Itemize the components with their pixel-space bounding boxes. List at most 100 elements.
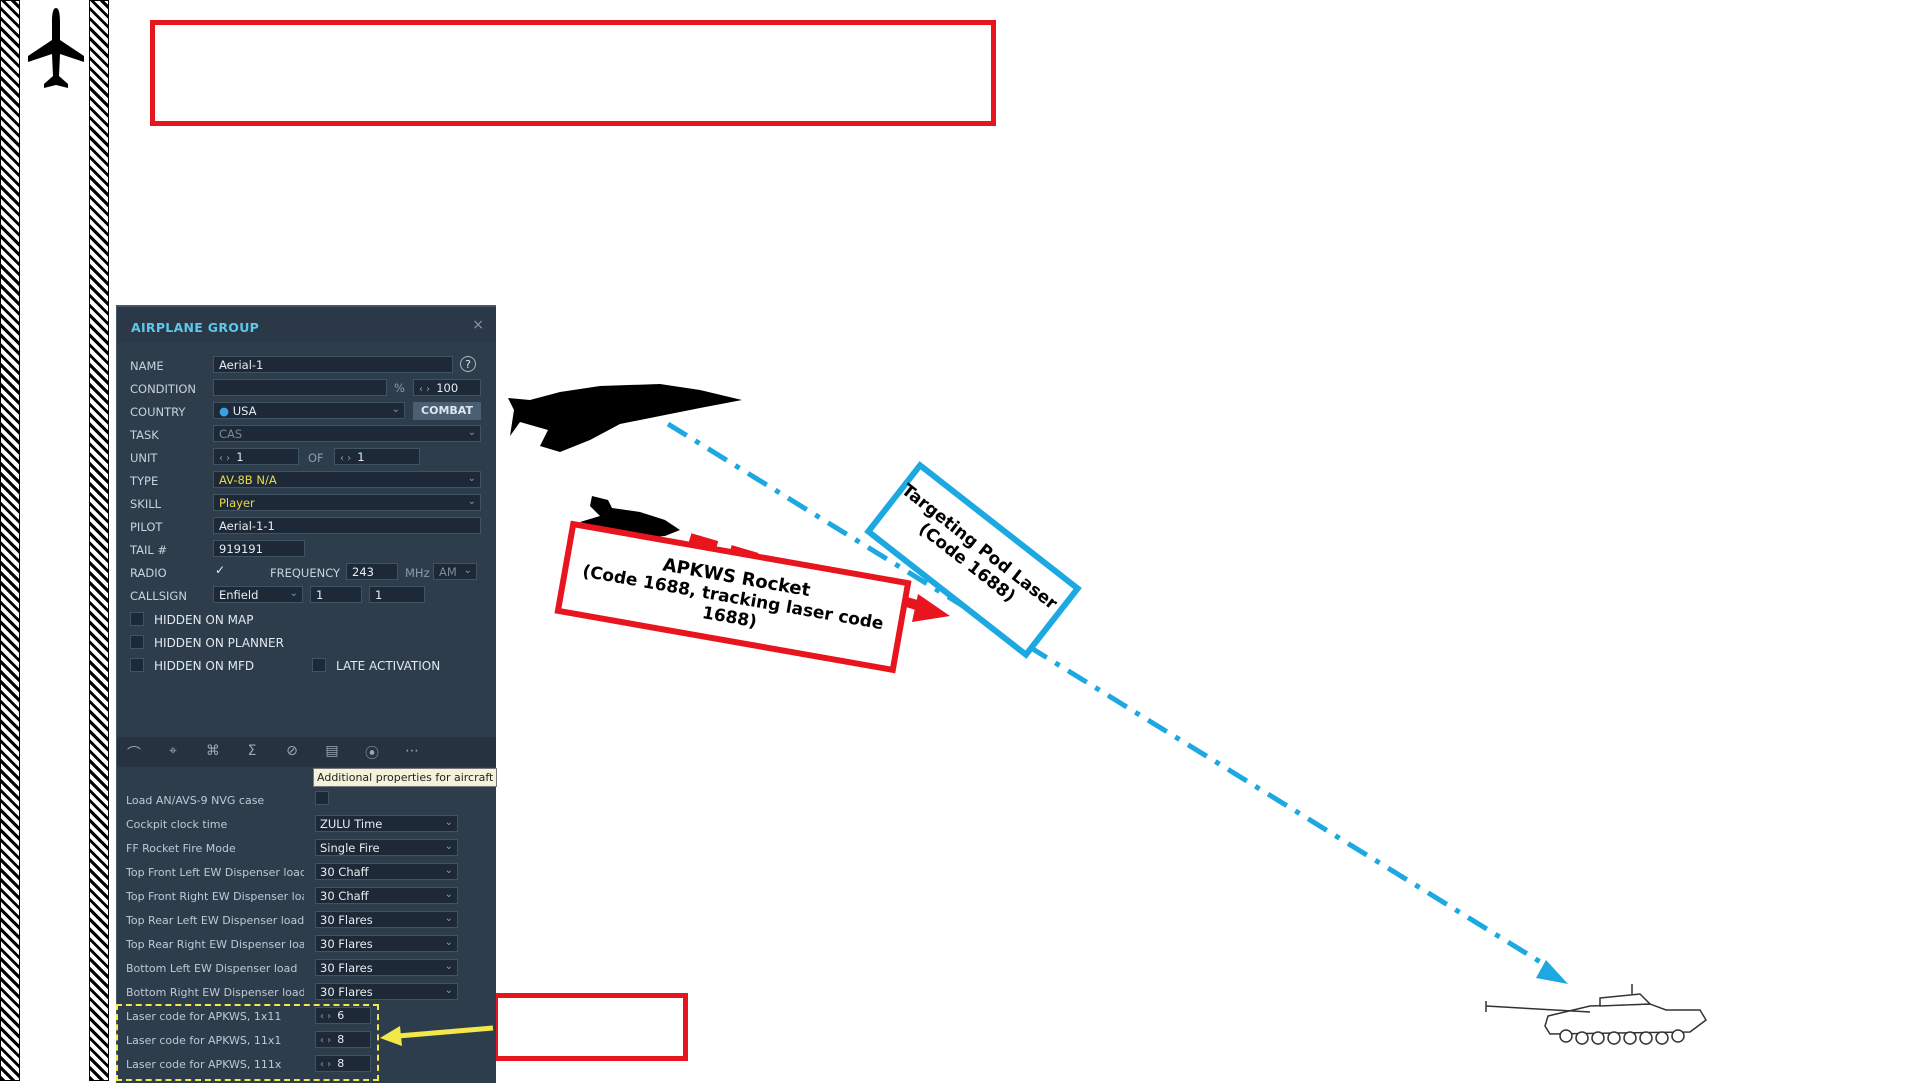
- pilot-field[interactable]: Aerial-1-1: [213, 517, 481, 534]
- prop-label: Top Rear Right EW Dispenser loa: [126, 938, 304, 951]
- prop-select[interactable]: 30 Chaff ⌄: [315, 887, 458, 904]
- rocket-path-arrow: [688, 533, 950, 622]
- radio-label: RADIO: [130, 566, 167, 580]
- frequency-field[interactable]: 243: [346, 563, 398, 580]
- laser-code-11x1-stepper[interactable]: ‹ › 8: [315, 1031, 371, 1048]
- prop-label: Load AN/AVS-9 NVG case: [126, 794, 265, 807]
- stepper-arrows-icon[interactable]: ‹ ›: [320, 1059, 332, 1070]
- panel-tab-bar: ⌒ ⌖ ⌘ Σ ⊘ ▤ ⦿ ⋯: [117, 737, 496, 767]
- callsign-number-2[interactable]: 1: [369, 586, 425, 603]
- stepper-arrows-icon[interactable]: ‹ ›: [320, 1011, 332, 1022]
- unit-value: 1: [236, 450, 244, 464]
- panel-title: AIRPLANE GROUP: [131, 320, 260, 335]
- country-select[interactable]: ● USA⌄: [213, 402, 405, 419]
- nvg-case-checkbox[interactable]: [315, 791, 329, 805]
- combat-button[interactable]: COMBAT: [413, 402, 481, 420]
- skill-label: SKILL: [130, 497, 162, 511]
- command-tab-icon[interactable]: ⌘: [206, 743, 220, 759]
- targeting-pod-callout: [864, 461, 1082, 659]
- chevron-down-icon: ⌄: [444, 961, 453, 972]
- prop-value: 8: [337, 1033, 345, 1046]
- close-icon[interactable]: ×: [472, 317, 484, 333]
- task-value: CAS: [219, 427, 243, 441]
- laser-path-arrow: [666, 421, 1568, 984]
- stepper-arrows-icon[interactable]: ‹ ›: [219, 453, 231, 464]
- task-label: TASK: [130, 428, 159, 442]
- frequency-label: FREQUENCY: [270, 566, 341, 580]
- late-activation-checkbox[interactable]: [312, 658, 326, 672]
- hidden-on-planner-label: HIDDEN ON PLANNER: [154, 636, 284, 650]
- chevron-down-icon: ⌄: [467, 427, 476, 438]
- mhz-label: MHz: [405, 566, 430, 580]
- laser-code-111x-stepper[interactable]: ‹ › 8: [315, 1055, 371, 1072]
- condition-label: CONDITION: [130, 382, 197, 396]
- chevron-down-icon: ⌄: [444, 841, 453, 852]
- condition-stepper[interactable]: ‹ ›100: [413, 379, 481, 396]
- more-tab-icon[interactable]: ⋯: [405, 743, 419, 759]
- unit-of-label: OF: [308, 451, 324, 465]
- laser-code-1x11-stepper[interactable]: ‹ › 6: [315, 1007, 371, 1024]
- airplane-group-panel: AIRPLANE GROUP × NAME Aerial-1 ? CONDITI…: [116, 305, 498, 1083]
- chevron-down-icon: ⌄: [467, 496, 476, 507]
- country-value: USA: [232, 404, 257, 418]
- condition-slider[interactable]: [213, 379, 387, 396]
- tooltip: Additional properties for aircraft: [313, 768, 498, 787]
- prop-select[interactable]: 30 Flares ⌄: [315, 959, 458, 976]
- hidden-on-mfd-checkbox[interactable]: [130, 658, 144, 672]
- prop-value: 30 Flares: [320, 937, 373, 951]
- hidden-on-map-label: HIDDEN ON MAP: [154, 613, 254, 627]
- name-label: NAME: [130, 359, 164, 373]
- prop-label: Bottom Left EW Dispenser load: [126, 962, 298, 975]
- prop-label: Laser code for APKWS, 111x: [126, 1058, 282, 1071]
- target-tab-icon[interactable]: ⌖: [169, 743, 177, 759]
- forbid-tab-icon[interactable]: ⊘: [286, 743, 298, 759]
- top-callout-box: [150, 20, 996, 126]
- modulation-select[interactable]: AM ⌄: [433, 563, 477, 580]
- stepper-arrows-icon[interactable]: ‹ ›: [340, 453, 352, 464]
- callsign-number-1[interactable]: 1: [310, 586, 362, 603]
- prop-select[interactable]: ZULU Time⌄: [315, 815, 458, 832]
- prop-label: Top Front Left EW Dispenser load: [126, 866, 304, 879]
- callsign-select[interactable]: Enfield⌄: [213, 586, 303, 603]
- stepper-arrows-icon[interactable]: ‹ ›: [320, 1035, 332, 1046]
- name-field[interactable]: Aerial-1: [213, 356, 453, 373]
- prop-value: 8: [337, 1057, 345, 1070]
- tail-field[interactable]: 919191: [213, 540, 305, 557]
- prop-label: Top Front Right EW Dispenser loa: [126, 890, 304, 903]
- prop-value: 30 Chaff: [320, 889, 369, 903]
- unit-stepper[interactable]: ‹ › 1: [213, 448, 299, 465]
- modulation-value: AM: [439, 565, 457, 579]
- prop-label: Laser code for APKWS, 11x1: [126, 1034, 282, 1047]
- prop-select[interactable]: 30 Flares ⌄: [315, 983, 458, 1000]
- prop-value: 30 Flares: [320, 985, 373, 999]
- prop-value: 30 Chaff: [320, 865, 369, 879]
- prop-select[interactable]: 30 Chaff⌄: [315, 863, 458, 880]
- prop-select[interactable]: 30 Flares⌄: [315, 935, 458, 952]
- chevron-down-icon: ⌄: [444, 985, 453, 996]
- apkws-callout: [554, 520, 912, 674]
- skill-select[interactable]: Player⌄: [213, 494, 481, 511]
- yellow-pointer-arrow: [380, 1025, 494, 1046]
- radio-tab-icon[interactable]: ⦿: [365, 746, 379, 762]
- radio-check-icon[interactable]: ✓: [215, 563, 226, 577]
- sum-tab-icon[interactable]: Σ: [247, 743, 257, 759]
- stepper-arrows-icon[interactable]: ‹ ›: [419, 384, 431, 395]
- prop-select[interactable]: Single Fire⌄: [315, 839, 458, 856]
- chevron-down-icon: ⌄: [444, 889, 453, 900]
- condition-percent: %: [394, 381, 405, 395]
- unit-total-stepper[interactable]: ‹ ›1: [334, 448, 420, 465]
- hidden-on-planner-checkbox[interactable]: [130, 635, 144, 649]
- waypoint-tab-icon[interactable]: ⌒: [127, 746, 141, 762]
- payload-tab-icon[interactable]: ▤: [325, 743, 339, 759]
- prop-label: Laser code for APKWS, 1x11: [126, 1010, 282, 1023]
- prop-select[interactable]: 30 Flares⌄: [315, 911, 458, 928]
- prop-value: 6: [337, 1009, 345, 1022]
- chevron-down-icon: ⌄: [463, 565, 472, 576]
- task-select[interactable]: CAS ⌄: [213, 425, 481, 442]
- tank-icon: [1485, 984, 1707, 1045]
- type-select[interactable]: AV-8B N/A⌄: [213, 471, 481, 488]
- help-icon[interactable]: ?: [460, 356, 476, 372]
- prop-value: 30 Flares: [320, 961, 373, 975]
- hidden-on-map-checkbox[interactable]: [130, 612, 144, 626]
- late-activation-label: LATE ACTIVATION: [336, 659, 441, 673]
